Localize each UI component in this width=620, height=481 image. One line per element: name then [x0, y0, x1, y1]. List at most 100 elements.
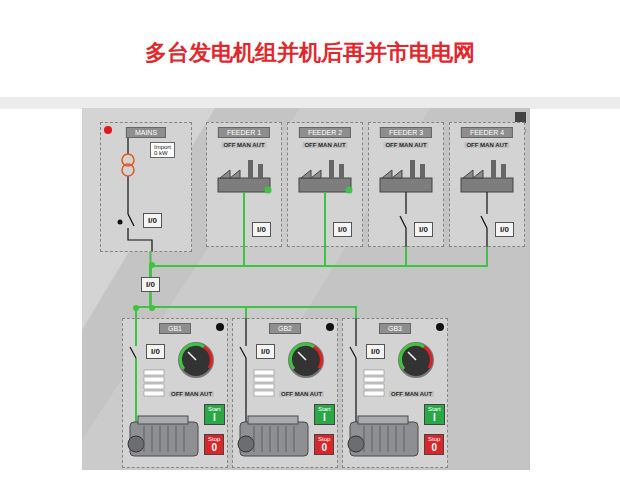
breaker-dot	[118, 220, 123, 225]
status-lamp	[265, 187, 272, 194]
button-label: I	[318, 412, 331, 423]
stop-button: Stop0	[314, 434, 334, 455]
status-lamp	[216, 323, 224, 331]
button-label: 0	[208, 442, 220, 453]
engine-rib	[286, 426, 287, 452]
gauge	[179, 343, 213, 377]
value-box	[144, 384, 164, 389]
button-label: I	[208, 412, 221, 423]
button-label: I/0	[151, 347, 160, 356]
value-box	[144, 370, 164, 375]
chimney	[329, 160, 334, 178]
chimney	[501, 164, 506, 178]
engine-rib	[270, 426, 271, 452]
breaker-symbol	[400, 216, 406, 228]
engine-rib	[294, 426, 295, 452]
status-lamp	[326, 323, 334, 331]
chimney	[258, 164, 263, 178]
value-box	[364, 384, 384, 389]
engine-rib	[254, 426, 255, 452]
panel-ground	[232, 318, 338, 468]
bus-connector	[136, 292, 150, 318]
button-label: I/0	[148, 216, 157, 225]
panel-ground	[368, 122, 444, 247]
stop-button: Stop0	[424, 434, 444, 455]
gauge	[289, 343, 323, 377]
button-label: I/0	[338, 225, 347, 234]
stop-button: Stop0	[204, 434, 224, 455]
button-label: Start	[428, 406, 441, 412]
engine-flywheel	[128, 436, 144, 452]
engine-rib	[262, 426, 263, 452]
gauge-needle	[188, 352, 196, 360]
panel-ground	[122, 318, 228, 468]
feeder-line	[243, 192, 245, 247]
screen-ground	[82, 108, 530, 470]
button-label: I	[428, 412, 441, 423]
button-label: 0	[428, 442, 440, 453]
bus-connector	[150, 292, 356, 318]
breaker-button: I/0	[146, 344, 165, 359]
button-label: 0 kW	[154, 150, 171, 156]
gen-line	[135, 318, 137, 422]
engine-rib	[160, 426, 161, 452]
panel-ground	[206, 122, 282, 247]
device-panel: FEEDER 1OFF MAN AUTI/0	[206, 122, 282, 247]
value-box	[144, 377, 164, 382]
breaker-symbol	[240, 347, 246, 358]
button-label: Stop	[208, 436, 220, 442]
engine-head	[358, 416, 408, 424]
engine-rib	[364, 426, 365, 452]
readout-box: Import0 kW	[150, 142, 175, 158]
mode-selector: OFF MAN AUT	[389, 391, 434, 397]
factory-roof	[382, 170, 402, 178]
value-box	[254, 384, 274, 389]
feeder-line	[324, 192, 326, 247]
status-lamp	[436, 323, 444, 331]
device-panel: FEEDER 2OFF MAN AUTI/0	[287, 122, 363, 247]
mode-selector: OFF MAN AUT	[221, 142, 266, 148]
panel-ground	[287, 122, 363, 247]
breaker-button: I/0	[366, 344, 385, 359]
breaker-symbol	[481, 216, 487, 228]
breaker-button: I/0	[141, 277, 160, 292]
mode-selector: OFF MAN AUT	[279, 391, 324, 397]
chimney	[339, 164, 344, 178]
slide-title: 多台发电机组并机后再并市电电网	[0, 38, 620, 68]
breaker-symbol	[350, 347, 356, 358]
engine-rib	[176, 426, 177, 452]
engine-rib	[144, 426, 145, 452]
device-panel: GB3OFF MAN AUTI/0StartIStop0	[342, 318, 448, 468]
button-label: Stop	[428, 436, 440, 442]
gauge-arc	[314, 347, 321, 368]
breaker-button: I/0	[495, 222, 514, 237]
value-box	[254, 370, 274, 375]
gauge-arc	[204, 347, 211, 368]
transformer-symbol	[122, 164, 134, 176]
breaker-symbol	[128, 214, 134, 226]
value-box	[144, 391, 164, 396]
value-box	[364, 370, 384, 375]
engine-rib	[168, 426, 169, 452]
button-label: Import	[154, 144, 171, 150]
engine-rib	[404, 426, 405, 452]
gauge-arc	[424, 347, 431, 368]
status-lamp	[104, 126, 112, 134]
factory-roof	[220, 170, 240, 178]
gauge-arc	[180, 344, 204, 369]
button-label: Start	[318, 406, 331, 412]
start-button: StartI	[314, 404, 335, 425]
device-panel: GB2OFF MAN AUTI/0StartIStop0	[232, 318, 338, 468]
engine-rib	[372, 426, 373, 452]
engine-rib	[388, 426, 389, 452]
button-label: I/0	[371, 347, 380, 356]
engine-flywheel	[238, 436, 254, 452]
engine-rib	[184, 426, 185, 452]
feeder-line	[486, 192, 487, 247]
gauge-needle	[408, 352, 416, 360]
factory-icon	[380, 178, 432, 192]
panel-ground	[100, 122, 192, 252]
mode-selector: OFF MAN AUT	[302, 142, 347, 148]
breaker-button: I/0	[414, 222, 433, 237]
